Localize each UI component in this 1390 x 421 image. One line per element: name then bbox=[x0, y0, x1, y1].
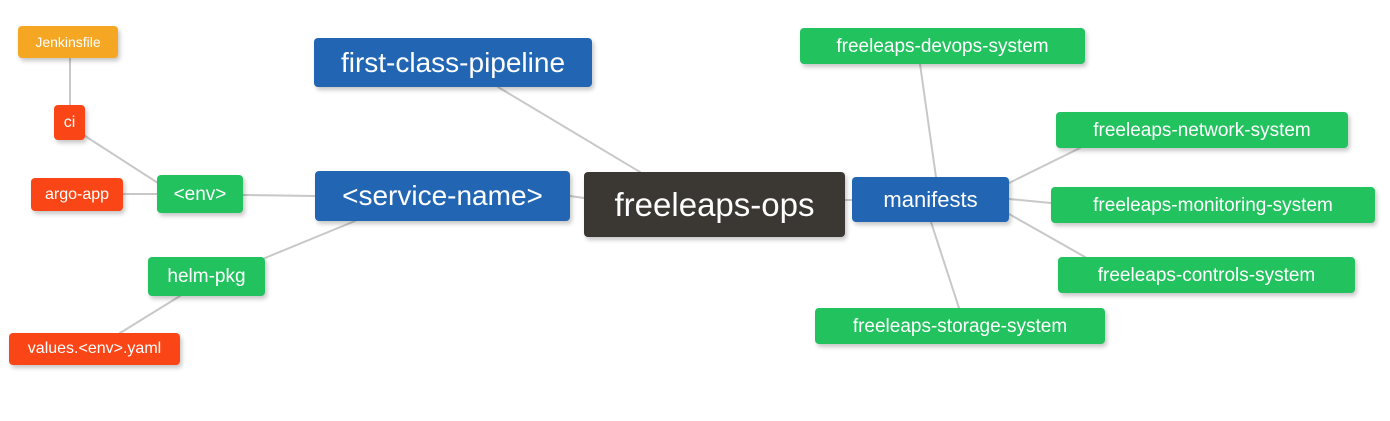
node-service-name[interactable]: <service-name> bbox=[315, 171, 570, 221]
node-label-first-class-pipeline: first-class-pipeline bbox=[340, 46, 566, 78]
node-label-freeleaps-devops-system: freeleaps-devops-system bbox=[836, 35, 1049, 57]
node-manifests[interactable]: manifests bbox=[852, 177, 1009, 222]
node-label-helm-pkg: helm-pkg bbox=[167, 266, 246, 287]
node-label-values-env-yaml: values.<env>.yaml bbox=[27, 340, 162, 357]
node-helm-pkg[interactable]: helm-pkg bbox=[148, 257, 265, 296]
node-freeleaps-ops[interactable]: freeleaps-ops bbox=[584, 172, 845, 237]
node-label-argo-app: argo-app bbox=[44, 185, 110, 203]
edge-manifests-to-freeleaps-network-system bbox=[1008, 147, 1081, 184]
node-env[interactable]: <env> bbox=[157, 175, 243, 213]
node-label-env: <env> bbox=[173, 183, 227, 205]
node-ci[interactable]: ci bbox=[54, 105, 85, 140]
node-freeleaps-devops-system[interactable]: freeleaps-devops-system bbox=[800, 28, 1085, 64]
node-freeleaps-monitoring-system[interactable]: freeleaps-monitoring-system bbox=[1051, 187, 1375, 223]
node-label-freeleaps-storage-system: freeleaps-storage-system bbox=[852, 315, 1068, 337]
edge-service-name-to-freeleaps-ops bbox=[569, 195, 585, 199]
edge-manifests-to-freeleaps-storage-system bbox=[930, 221, 960, 309]
node-jenkinsfile[interactable]: Jenkinsfile bbox=[18, 26, 118, 58]
edge-helm-pkg-to-service-name bbox=[264, 220, 356, 259]
node-label-freeleaps-network-system: freeleaps-network-system bbox=[1093, 119, 1311, 141]
edge-manifests-to-freeleaps-devops-system bbox=[919, 63, 937, 178]
node-label-ci: ci bbox=[63, 113, 76, 131]
edge-env-to-service-name bbox=[242, 194, 316, 197]
node-label-freeleaps-monitoring-system: freeleaps-monitoring-system bbox=[1093, 194, 1333, 216]
node-argo-app[interactable]: argo-app bbox=[31, 178, 123, 211]
edge-manifests-to-freeleaps-monitoring-system bbox=[1008, 198, 1052, 204]
edge-first-class-pipeline-to-freeleaps-ops bbox=[497, 86, 641, 173]
node-label-manifests: manifests bbox=[883, 186, 978, 212]
node-first-class-pipeline[interactable]: first-class-pipeline bbox=[314, 38, 592, 87]
node-freeleaps-controls-system[interactable]: freeleaps-controls-system bbox=[1058, 257, 1355, 293]
edge-values-env-yaml-to-helm-pkg bbox=[119, 295, 181, 334]
node-label-service-name: <service-name> bbox=[342, 180, 543, 211]
node-label-freeleaps-controls-system: freeleaps-controls-system bbox=[1097, 264, 1316, 286]
node-values-env-yaml[interactable]: values.<env>.yaml bbox=[9, 333, 180, 365]
node-label-freeleaps-ops: freeleaps-ops bbox=[614, 186, 815, 223]
node-freeleaps-storage-system[interactable]: freeleaps-storage-system bbox=[815, 308, 1105, 344]
node-freeleaps-network-system[interactable]: freeleaps-network-system bbox=[1056, 112, 1348, 148]
node-label-jenkinsfile: Jenkinsfile bbox=[35, 34, 101, 50]
